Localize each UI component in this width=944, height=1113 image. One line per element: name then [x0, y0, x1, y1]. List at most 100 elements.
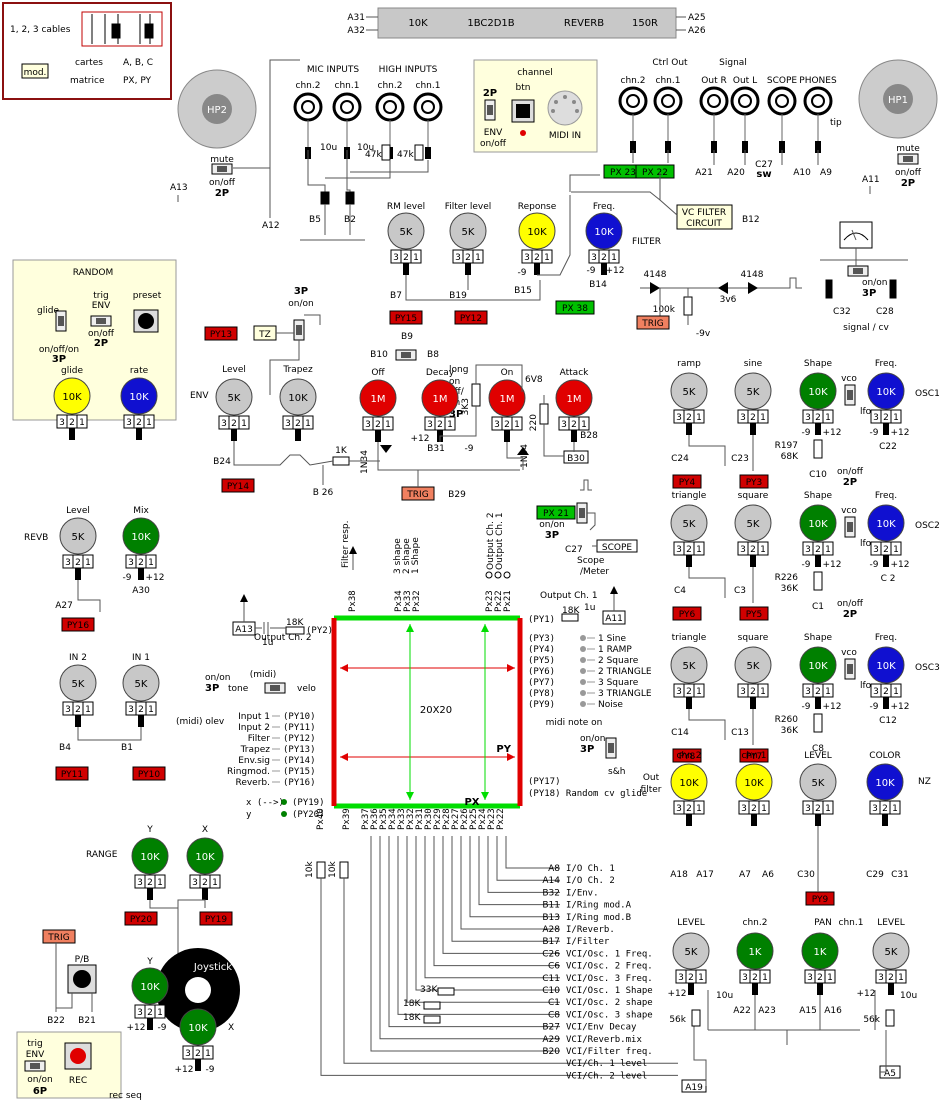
label: A20 — [727, 168, 745, 178]
wire — [580, 479, 592, 491]
label: I/Env. — [566, 888, 599, 898]
px-tag-text: PX 23 — [610, 168, 636, 178]
label: 20X20 — [420, 705, 452, 716]
label: A15 — [799, 1006, 817, 1016]
mute-left-switch[interactable] — [211, 163, 233, 175]
osc-vco-lfo-switch[interactable] — [844, 658, 856, 680]
label: B1 — [121, 743, 133, 753]
wire — [269, 340, 300, 395]
label: +12 — [668, 989, 687, 999]
label: IN 1 — [132, 653, 150, 663]
vc-filter-box — [676, 204, 733, 230]
knob-shaft — [750, 423, 756, 435]
env-mode-switch[interactable] — [395, 349, 417, 361]
knob-value: 5K — [462, 227, 475, 238]
label: on/off — [480, 139, 507, 149]
diode — [380, 445, 392, 453]
label: 2P — [843, 477, 857, 488]
py-tag — [124, 911, 158, 926]
snh-switch[interactable] — [605, 737, 617, 759]
meter-switch[interactable] — [847, 265, 869, 277]
pin-number: 1 — [893, 687, 899, 697]
midi-velo-switch[interactable] — [264, 682, 286, 694]
osc-vco-lfo-switch[interactable] — [844, 516, 856, 538]
label: rate — [130, 366, 149, 376]
matrix-bottom-px: Px25 — [469, 808, 479, 830]
rec-trig-switch[interactable] — [24, 1060, 46, 1072]
jack-core — [738, 94, 752, 108]
legend-cable-box — [81, 11, 163, 47]
label: sw — [756, 169, 771, 180]
label: 3 Square — [598, 678, 639, 688]
label: C30 — [797, 870, 815, 880]
label: +12 — [127, 1023, 146, 1033]
label: R260 — [775, 715, 799, 725]
label: Output Ch. 1 — [540, 591, 598, 601]
label: ENV — [190, 391, 209, 401]
channel-env-switch[interactable] — [484, 99, 496, 121]
jack-lug — [630, 141, 636, 153]
pin-number: 2 — [195, 1049, 201, 1059]
knob-value: 1M — [500, 394, 515, 405]
env-switch[interactable] — [293, 319, 305, 341]
pin-number: 2 — [750, 413, 756, 423]
pin-cell — [541, 249, 553, 264]
pin-number: 3 — [676, 545, 682, 555]
joystick-center — [185, 977, 211, 1003]
wire — [506, 442, 523, 459]
osc-vco-lfo-switch[interactable] — [844, 384, 856, 406]
random-trig-switch[interactable] — [90, 315, 112, 327]
label: -9 — [158, 1023, 167, 1033]
knob-shaft — [75, 568, 81, 580]
label: Trapez — [240, 745, 271, 755]
pin-number: 1 — [146, 418, 152, 428]
mute-right-switch[interactable] — [897, 153, 919, 165]
scope-switch[interactable] — [576, 502, 588, 524]
label: ENV — [92, 301, 111, 311]
label: chn.1 — [656, 76, 681, 86]
mic-lug — [345, 191, 355, 205]
wire — [688, 435, 726, 466]
random-glide-switch[interactable] — [55, 310, 67, 332]
